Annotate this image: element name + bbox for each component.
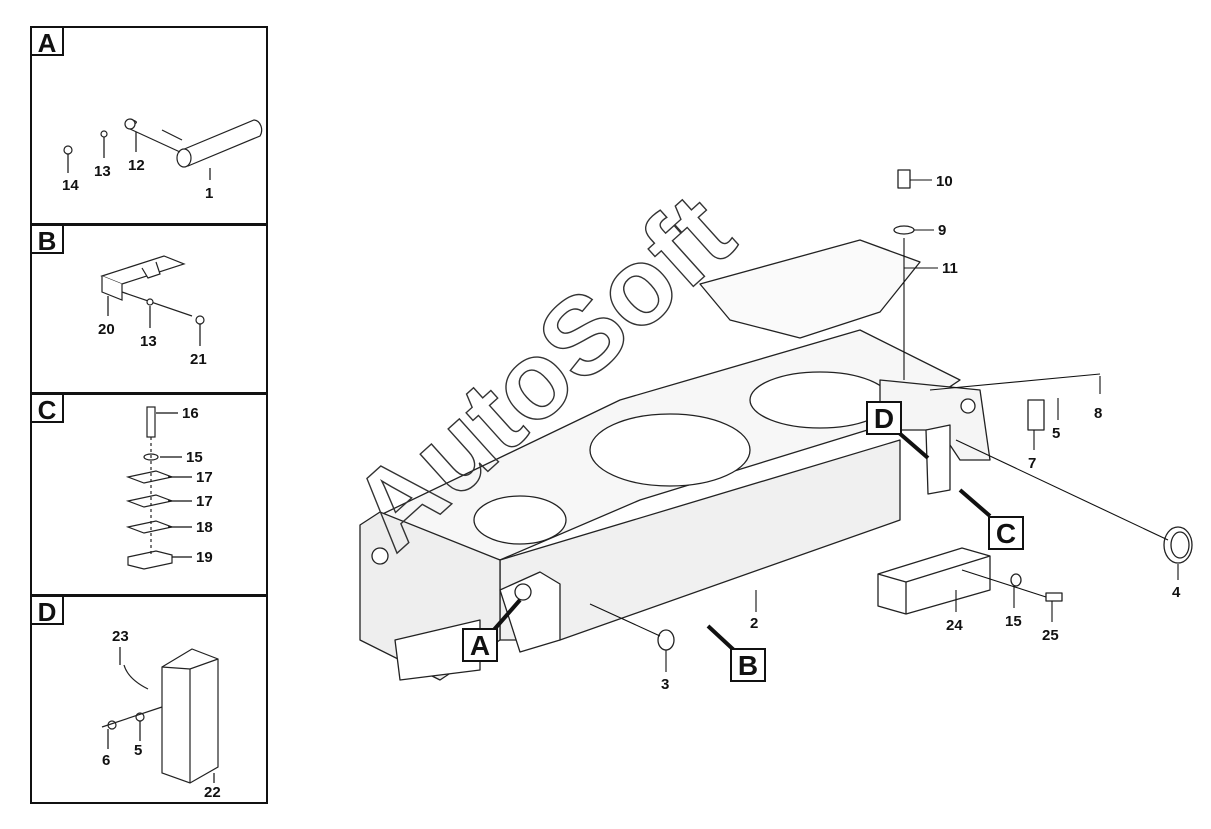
callout-15-main: 15 — [1005, 613, 1022, 630]
detail-panel-c: C 16 15 17 17 18 19 — [30, 393, 268, 596]
callout-2: 2 — [750, 615, 758, 632]
callout-4: 4 — [1172, 584, 1181, 601]
callout-20: 20 — [98, 321, 115, 338]
detail-panel-a: A 14 13 12 1 — [30, 26, 268, 225]
callout-12: 12 — [128, 157, 145, 174]
callout-17b: 17 — [196, 493, 213, 510]
panel-letter-b: B — [30, 224, 64, 256]
callout-7: 7 — [1028, 455, 1036, 472]
panel-d-drawing: 23 6 5 22 — [101, 628, 221, 801]
panel-a-drawing: 14 13 12 1 — [62, 118, 263, 202]
detail-label-d: D — [866, 401, 902, 435]
panel-c-drawing: 16 15 17 17 18 19 — [125, 405, 213, 570]
callout-25: 25 — [1042, 627, 1059, 644]
detail-label-c: C — [988, 516, 1024, 550]
callout-3: 3 — [661, 676, 669, 693]
callout-5: 5 — [1052, 425, 1060, 442]
detail-panel-b: B 20 13 21 — [30, 224, 268, 394]
callout-1: 1 — [205, 185, 213, 202]
callout-8: 8 — [1094, 405, 1102, 422]
callout-24: 24 — [946, 617, 963, 634]
callout-23: 23 — [112, 628, 129, 645]
callout-11: 11 — [942, 260, 958, 277]
panel-letter-d: D — [30, 595, 64, 627]
detail-panel-d: D 23 6 5 22 — [30, 595, 268, 804]
callout-13b: 13 — [140, 333, 157, 350]
callout-15: 15 — [186, 449, 203, 466]
callout-16: 16 — [182, 405, 199, 422]
callout-10: 10 — [936, 173, 953, 190]
callout-14: 14 — [62, 177, 79, 194]
callout-22: 22 — [204, 784, 221, 801]
callout-21: 21 — [190, 351, 207, 368]
callout-9: 9 — [938, 222, 946, 239]
callout-17a: 17 — [196, 469, 213, 486]
panel-letter-a: A — [30, 26, 64, 58]
callout-5d: 5 — [134, 742, 142, 759]
panel-b-drawing: 20 13 21 — [98, 255, 207, 368]
callout-13: 13 — [94, 163, 111, 180]
callout-6: 6 — [102, 752, 110, 769]
panel-letter-c: C — [30, 393, 64, 425]
detail-label-a: A — [462, 628, 498, 662]
detail-label-b: B — [730, 648, 766, 682]
callout-19: 19 — [196, 549, 213, 566]
callout-18: 18 — [196, 519, 213, 536]
